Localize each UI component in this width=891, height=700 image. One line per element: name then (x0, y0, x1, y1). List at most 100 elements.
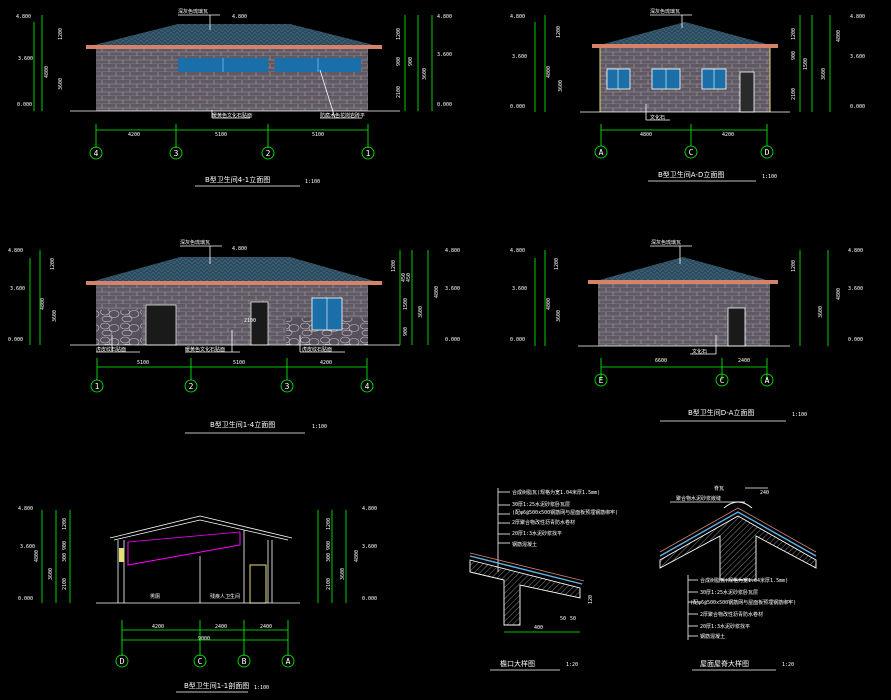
dim-right: 1200 (791, 28, 797, 40)
dim-right: 2100 (326, 578, 332, 590)
level: 0.000 (445, 337, 460, 343)
drawing-scale: 1:100 (312, 424, 327, 430)
stone-base (96, 310, 142, 345)
door (727, 307, 746, 347)
dim-right: 900 (791, 51, 797, 60)
room-label: 残疾人卫生间 (210, 593, 240, 600)
axis-label: 1 (366, 149, 371, 158)
axis-label: 2 (189, 382, 194, 391)
dim-right: 3600 (821, 68, 827, 80)
drawing-scale: 1:100 (762, 174, 777, 180)
ceiling-line (127, 532, 241, 566)
dim-right: 450 (401, 273, 407, 282)
elevation-a-d: 深灰色琉璃瓦 文化石 4.800 3.600 0.000 1200 4800 3… (510, 8, 865, 182)
level: 3.600 (362, 544, 377, 550)
top-level: 4.800 (232, 246, 247, 252)
note: 2厚聚合物改性沥青防水卷材 (512, 519, 575, 526)
level: 3.600 (850, 54, 865, 60)
drawing-title: B型卫生间1-4立面图 (210, 420, 275, 429)
label: 文化石 (692, 348, 707, 355)
axis-label: 4 (365, 382, 370, 391)
elevation-1-4: 深灰色琉璃瓦 4.800 2100 虎皮纹石贴面 暖黄色文化石贴面 虎皮纹石贴面… (8, 239, 460, 434)
level: 0.000 (8, 337, 23, 343)
roof (592, 257, 774, 282)
dim-right: 3600 (818, 306, 824, 318)
dim-right: 1200 (396, 28, 402, 40)
roof (90, 257, 378, 282)
drawing-scale: 1:100 (305, 179, 320, 185)
dim-left: 300 (62, 553, 68, 562)
dim-left: 1200 (50, 258, 56, 270)
dim-right: 1200 (391, 260, 397, 272)
axis-label: A (599, 148, 604, 157)
note: 20厚1:3水泥砂浆找平 (700, 623, 750, 630)
dim-bottom: 2400 (215, 624, 227, 630)
note: 脊瓦 (714, 485, 724, 492)
dim-bottom: 4200 (152, 624, 164, 630)
drawing-title: 檐口大样图 (500, 659, 535, 668)
beam-section (119, 548, 124, 562)
dim: 50 (570, 616, 576, 622)
level: 4.800 (848, 248, 863, 254)
elevation-d-a: 深灰色琉璃瓦 文化石 4.800 3.600 0.000 1200 4800 3… (510, 239, 863, 422)
dim-right: 1500 (803, 58, 809, 70)
dim-right: 4800 (836, 288, 842, 300)
level: 4.800 (437, 14, 452, 20)
level: 4.800 (362, 506, 377, 512)
axis-label: A (286, 657, 291, 666)
room-label: 男厕 (150, 594, 160, 600)
dim-bottom: 5100 (312, 132, 324, 138)
dim-left: 2100 (62, 578, 68, 590)
dim-left: 4800 (34, 550, 40, 562)
axis-label: B (242, 657, 247, 666)
roof (90, 24, 378, 46)
note: 合成树脂瓦(规格为宽1.04米厚1.5mm) (512, 489, 600, 496)
axis-label: 3 (285, 382, 290, 391)
dim-left: 3600 (52, 310, 58, 322)
axis-label: 3 (174, 149, 179, 158)
ridge-concrete (659, 515, 817, 581)
dim-left-2: 4800 (44, 66, 50, 78)
dim-left: 4800 (546, 298, 552, 310)
axis-label: D (765, 148, 770, 157)
drawing-title: 屋面屋脊大样图 (700, 659, 749, 668)
note: 30厚1:25水泥砂浆卧瓦层 (700, 589, 758, 596)
dim-right: 2100 (396, 86, 402, 98)
concrete-slab (469, 559, 581, 626)
drawing-scale: 1:20 (782, 662, 794, 668)
axis-label: 4 (94, 149, 99, 158)
dim-left: 1200 (554, 258, 560, 270)
level: 4.800 (445, 248, 460, 254)
dim-left: 4800 (546, 66, 552, 78)
dim-right: 3600 (418, 306, 424, 318)
door (739, 71, 755, 113)
level: 3.600 (10, 286, 25, 292)
dim-right: 1200 (326, 518, 332, 530)
ridge-tile (723, 501, 753, 509)
note: 钢筋混凝土 (700, 633, 725, 640)
level: 3.600 (437, 52, 452, 58)
note: 20厚1:3水泥砂浆找平 (512, 530, 562, 537)
axis-label: 1 (95, 382, 100, 391)
dim-bottom: 2400 (738, 358, 750, 364)
axis-label: 2 (266, 149, 271, 158)
note: 2厚聚合物改性沥青防水卷材 (700, 611, 763, 618)
dim-right: 1200 (791, 260, 797, 272)
level-3600: 3.600 (18, 56, 33, 62)
dim-bottom: 4200 (320, 360, 332, 366)
dim-right: 900 (396, 57, 402, 66)
dim-left: 4800 (40, 298, 46, 310)
dim-right: 4800 (836, 30, 842, 42)
label: 虎皮纹石贴面 (302, 346, 332, 353)
dim-right: 1500 (403, 298, 409, 310)
drawing-scale: 1:100 (254, 685, 269, 691)
note: 合成树脂瓦(规格为宽1.04米厚1.5mm) (700, 577, 788, 584)
drawing-scale: 1:20 (566, 662, 578, 668)
dim-bottom: 2400 (260, 624, 272, 630)
drawing-title: B型卫生间A-D立面图 (658, 170, 724, 179)
note: 30厚1:25水泥砂浆卧瓦层 (512, 501, 570, 508)
level: 4.800 (510, 14, 525, 20)
dim-right: 2100 (791, 88, 797, 100)
eave (588, 280, 778, 284)
eave (592, 44, 778, 48)
